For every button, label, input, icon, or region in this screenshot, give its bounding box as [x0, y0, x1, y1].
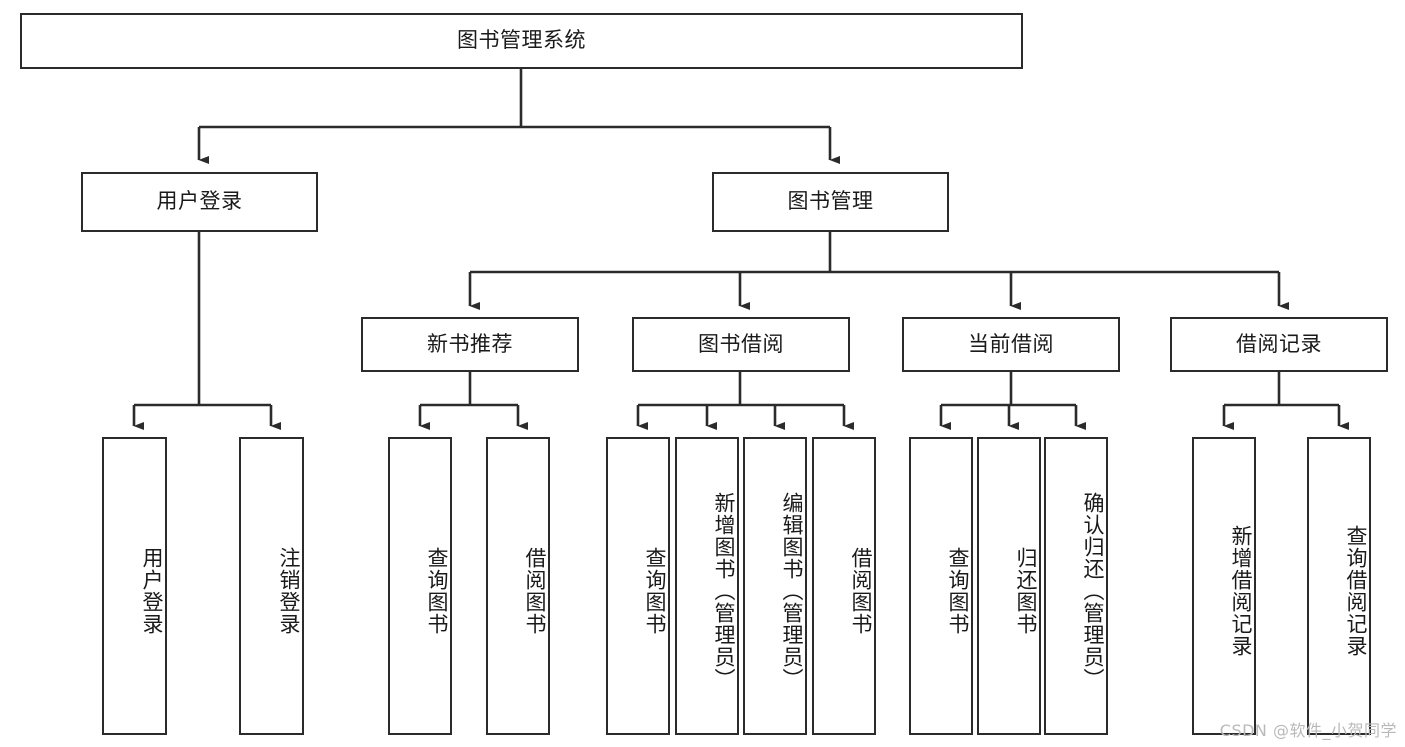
node-leaf-add-record[interactable]: 新增借阅记录 [1192, 437, 1256, 735]
node-label: 新增借阅记录 [1229, 525, 1253, 657]
node-label: 新书推荐 [427, 331, 513, 356]
node-user-login[interactable]: 用户登录 [81, 172, 318, 232]
node-leaf-return-book[interactable]: 归还图书 [977, 437, 1041, 735]
node-leaf-logout[interactable]: 注销登录 [239, 437, 304, 735]
node-label: 图书管理 [787, 189, 874, 214]
node-book-manage[interactable]: 图书管理 [712, 172, 949, 232]
node-leaf-query-record[interactable]: 查询借阅记录 [1307, 437, 1371, 735]
node-label: 查询借阅记录 [1344, 525, 1368, 657]
node-label: 借阅图书 [849, 547, 873, 635]
node-current-borrow[interactable]: 当前借阅 [902, 317, 1120, 372]
node-label: 图书管理系统 [457, 28, 586, 53]
node-leaf-add-book[interactable]: 新增图书（管理员） [675, 437, 739, 735]
node-label: 查询图书 [946, 547, 970, 635]
node-new-book-rec[interactable]: 新书推荐 [361, 317, 579, 372]
node-leaf-borrow-book-1[interactable]: 借阅图书 [486, 437, 550, 735]
node-label: 新增图书（管理员） [712, 492, 736, 690]
node-label: 确认归还（管理员） [1081, 492, 1105, 690]
node-leaf-borrow-book-2[interactable]: 借阅图书 [812, 437, 876, 735]
node-label: 查询图书 [643, 547, 667, 635]
node-leaf-confirm-return[interactable]: 确认归还（管理员） [1044, 437, 1108, 735]
node-leaf-query-book-2[interactable]: 查询图书 [606, 437, 670, 735]
node-leaf-edit-book[interactable]: 编辑图书（管理员） [743, 437, 807, 735]
node-leaf-user-login[interactable]: 用户登录 [102, 437, 167, 735]
node-label: 借阅记录 [1236, 331, 1322, 356]
node-label: 当前借阅 [968, 331, 1054, 356]
node-borrow-record[interactable]: 借阅记录 [1170, 317, 1388, 372]
node-root[interactable]: 图书管理系统 [20, 13, 1023, 69]
node-label: 归还图书 [1014, 547, 1038, 635]
node-book-borrow[interactable]: 图书借阅 [632, 317, 850, 372]
node-label: 注销登录 [277, 547, 301, 635]
node-label: 用户登录 [156, 189, 243, 214]
node-leaf-query-book-1[interactable]: 查询图书 [388, 437, 452, 735]
node-label: 借阅图书 [523, 547, 547, 635]
node-label: 编辑图书（管理员） [780, 492, 804, 690]
node-label: 图书借阅 [698, 331, 784, 356]
node-leaf-query-book-3[interactable]: 查询图书 [909, 437, 973, 735]
node-label: 查询图书 [425, 547, 449, 635]
csdn-watermark: CSDN @软件_小贺同学 [1219, 721, 1397, 740]
node-label: 用户登录 [140, 547, 164, 635]
